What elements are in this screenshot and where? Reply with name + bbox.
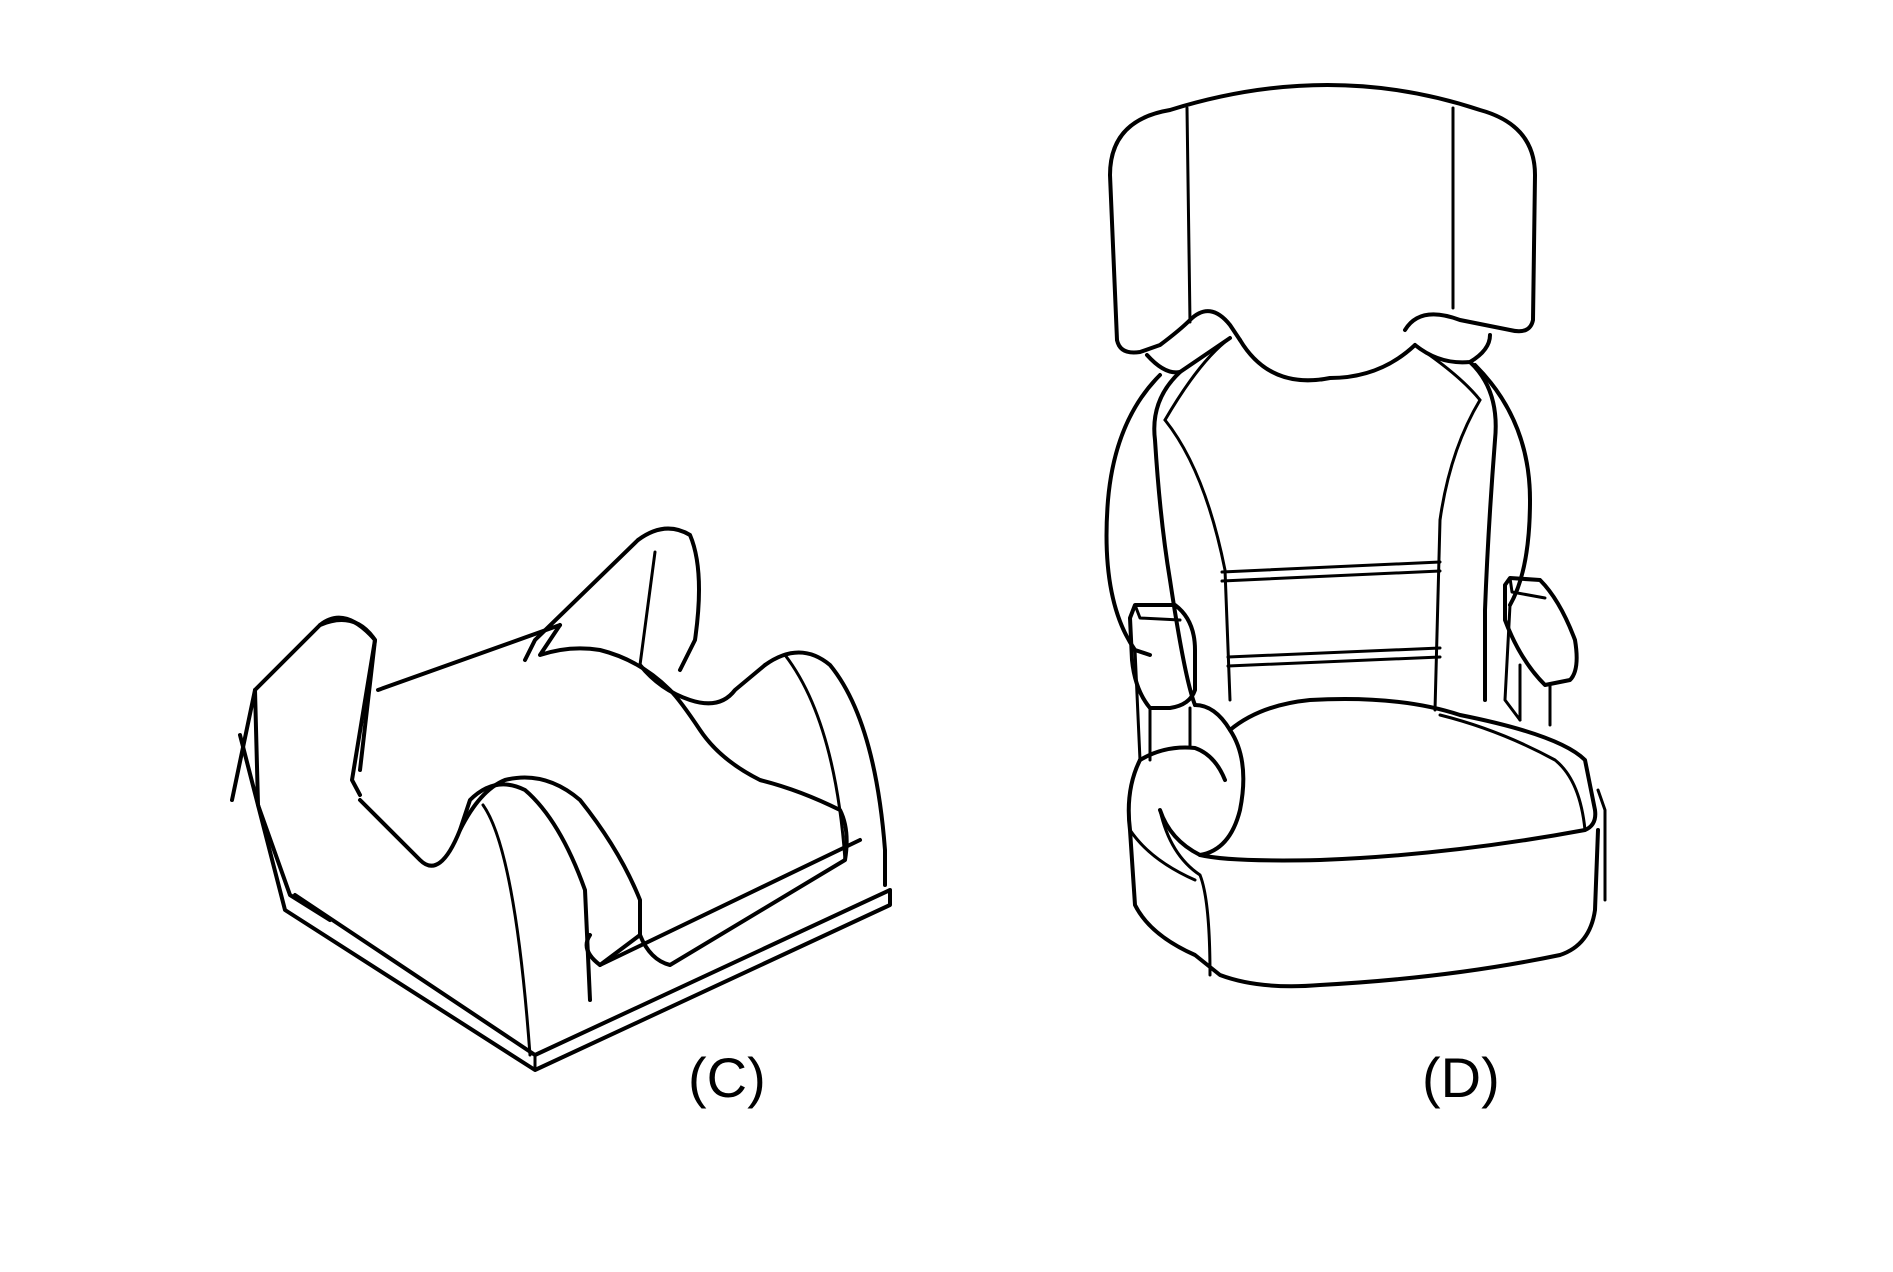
seat-back-panel-right-inner [1433, 398, 1482, 712]
seat-cushion-left-bolster [1158, 703, 1246, 857]
high-back-booster-drawing [1104, 83, 1607, 989]
seat-back-upper-left [1163, 336, 1232, 422]
cushion-side-notch [638, 663, 767, 706]
cushion-base-plate [238, 733, 892, 1072]
seat-headrest-lower-left [1115, 309, 1242, 355]
seat-right-wing [1473, 363, 1532, 607]
cushion-back-left-arm [318, 615, 377, 797]
cushion-front-edge [598, 838, 862, 967]
seat-base-left-side [1158, 808, 1212, 977]
seat-headrest [1108, 83, 1537, 342]
cushion-front-left-arm-inner [481, 803, 532, 1057]
cushion-seat-top [358, 623, 849, 967]
seat-left-armrest-top [1133, 603, 1182, 622]
seat-left-wing [1104, 373, 1162, 657]
seat-cushion-right-edge [1438, 713, 1587, 832]
cushion-front-right-arm-inner [783, 653, 847, 862]
seat-lower-frame-right [1503, 603, 1522, 722]
seat-cushion-top [1198, 697, 1598, 863]
seat-back-panel-right [1468, 360, 1498, 702]
cushion-front-right-arm [763, 650, 887, 887]
cushion-back-right-arm-inner [638, 550, 657, 667]
figure-label-d: (D) [1422, 1046, 1500, 1109]
seat-upper-strap [1220, 560, 1442, 583]
seat-back-upper-right [1413, 343, 1482, 402]
seat-right-shoulder-guide [1413, 333, 1492, 365]
seat-base-right-side [1596, 788, 1607, 902]
seat-headrest-left-seam [1185, 106, 1192, 324]
seat-back-panel-left [1152, 370, 1197, 707]
seat-right-armrest-top [1508, 576, 1547, 600]
figure-label-c: (C) [688, 1046, 766, 1109]
seat-back-panel-left-inner [1163, 418, 1232, 702]
seat-base-front [1126, 758, 1600, 989]
cushion-left-wall-face [253, 688, 332, 922]
cushion-front-left-arm [458, 782, 592, 1002]
seat-cushion-left-side [1138, 745, 1227, 782]
seat-lower-strap [1226, 646, 1442, 668]
booster-cushion-drawing [230, 526, 892, 1072]
cushion-back-right-arm-side [523, 538, 640, 662]
seat-lower-frame-left [1133, 648, 1142, 762]
seat-headrest-bottom-curve [1238, 338, 1417, 383]
seat-left-armrest-support [1148, 706, 1192, 762]
cushion-seat-back-edge [376, 623, 562, 692]
seat-right-armrest-support [1518, 663, 1552, 727]
seat-base-seam [1128, 828, 1197, 882]
seat-right-armrest [1503, 576, 1579, 687]
cushion-back-right-arm [636, 526, 701, 672]
